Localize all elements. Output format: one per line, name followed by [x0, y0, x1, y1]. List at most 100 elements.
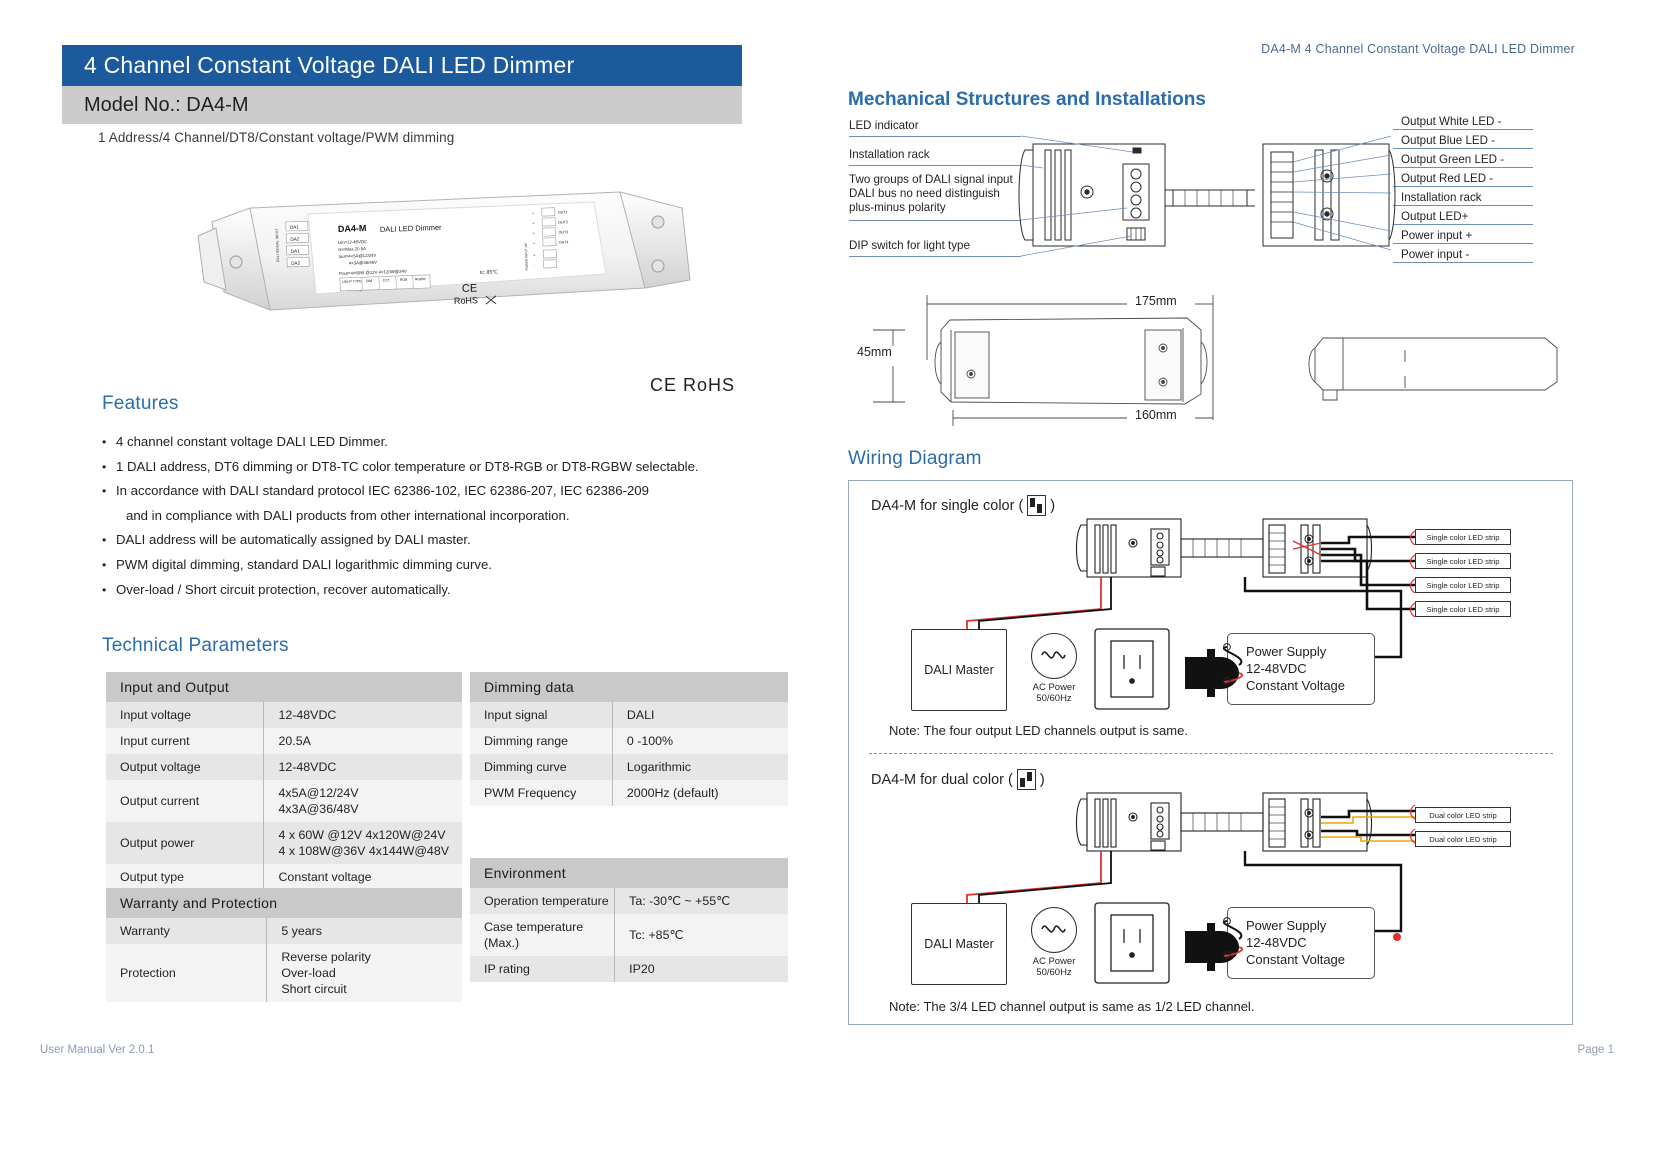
svg-text:-: -: [534, 263, 536, 267]
svg-text:Pout=4×60W @12V 4×120W@24V: Pout=4×60W @12V 4×120W@24V: [339, 269, 407, 276]
footer-version: User Manual Ver 2.0.1: [40, 1044, 155, 1056]
row-value: Logarithmic: [612, 754, 788, 780]
feature-item: 4 channel constant voltage DALI LED Dimm…: [100, 430, 720, 455]
list-item-strip: Dual color LED strip: [1415, 831, 1511, 847]
row-key: Input signal: [470, 702, 613, 728]
wiring-dual-title: DA4-M for dual color ( ): [871, 769, 1045, 790]
callout-output-green: Output Green LED -: [1401, 153, 1505, 166]
row-key: Input voltage: [106, 702, 265, 728]
list-item-strip: Single color LED strip: [1415, 553, 1511, 569]
row-key: Case temperature (Max.): [470, 914, 616, 956]
ac-power-single: AC Power 50/60Hz: [1023, 633, 1085, 704]
svg-text:DA1: DA1: [291, 249, 301, 254]
callout-power-input-plus: Power input +: [1401, 229, 1473, 242]
model-number: Model No.: DA4-M: [62, 86, 742, 124]
table-title: Warranty and Protection: [106, 888, 462, 918]
mechanical-device-drawing: [1018, 135, 1396, 257]
power-supply-box-dual: Power Supply 12-48VDC Constant Voltage: [1227, 907, 1375, 979]
product-subtitle: 1 Address/4 Channel/DT8/Constant voltage…: [98, 130, 455, 145]
wiring-single-note: Note: The four output LED channels outpu…: [889, 723, 1188, 738]
svg-text:Iout=4×5A@12/24V: Iout=4×5A@12/24V: [338, 253, 376, 259]
row-value: DALI: [612, 702, 788, 728]
row-key: PWM Frequency: [470, 780, 613, 806]
svg-text:OUT1: OUT1: [558, 210, 568, 214]
callout-output-led-plus: Output LED+: [1401, 210, 1469, 223]
svg-text:RGBW: RGBW: [415, 277, 426, 281]
table-title: Input and Output: [106, 672, 462, 702]
row-key: Output current: [106, 780, 265, 822]
svg-text:CE: CE: [462, 282, 478, 295]
svg-text:DA4-M: DA4-M: [338, 223, 367, 234]
psu-line3: Constant Voltage: [1246, 678, 1346, 693]
ac-power-line1: AC Power: [1032, 956, 1076, 967]
row-key: Output voltage: [106, 754, 265, 780]
wiring-single-graphics: [966, 518, 1416, 710]
svg-text:tc: 85℃: tc: 85℃: [480, 269, 498, 276]
svg-text:POWER INPUT DC: POWER INPUT DC: [524, 242, 529, 271]
callout-dali-input-line1: Two groups of DALI signal input: [849, 173, 1013, 186]
svg-text:OUT3: OUT3: [559, 230, 569, 234]
power-supply-box-single: Power Supply 12-48VDC Constant Voltage: [1227, 633, 1375, 705]
svg-text:Iin=Max.20.5A: Iin=Max.20.5A: [338, 246, 366, 252]
ac-power-line2: 50/60Hz: [1036, 967, 1072, 978]
svg-text:OUT2: OUT2: [558, 220, 568, 224]
dip-switch-icon-dual: [1016, 769, 1036, 790]
product-photo: DA4-M DALI LED Dimmer Uin=12-48VDC Iin=M…: [190, 170, 710, 330]
psu-line2: 12-48VDC: [1246, 661, 1307, 676]
psu-line2: 12-48VDC: [1246, 935, 1307, 950]
row-value: Ta: -30℃ ~ +55℃: [614, 888, 788, 914]
features-list: 4 channel constant voltage DALI LED Dimm…: [100, 430, 720, 602]
row-value: 12-48VDC: [263, 702, 462, 728]
svg-text:+: +: [532, 211, 534, 215]
wiring-dual-graphics: [966, 792, 1416, 984]
callout-installation-rack-right: Installation rack: [1401, 191, 1482, 204]
dali-master-box-single: DALI Master: [911, 629, 1007, 711]
svg-text:+: +: [533, 253, 535, 257]
page-title: 4 Channel Constant Voltage DALI LED Dimm…: [62, 45, 742, 86]
ac-power-icon: [1031, 907, 1077, 953]
callout-power-input-minus: Power input -: [1401, 248, 1470, 261]
callout-output-white: Output White LED -: [1401, 115, 1502, 128]
psu-line3: Constant Voltage: [1246, 952, 1346, 967]
row-value: 12-48VDC: [263, 754, 462, 780]
callout-installation-rack-left: Installation rack: [849, 148, 930, 161]
row-key: Operation temperature: [470, 888, 616, 914]
mechanical-diagram: LED indicator Installation rack Two grou…: [845, 110, 1575, 280]
row-value: Constant voltage: [263, 864, 462, 890]
table-title: Dimming data: [470, 672, 788, 702]
ce-rohs-marks: CE RoHS: [650, 375, 736, 395]
feature-item-continuation: and in compliance with DALI products fro…: [126, 507, 570, 523]
ac-power-line1: AC Power: [1032, 682, 1076, 693]
feature-item: DALI address will be automatically assig…: [100, 528, 720, 553]
row-key: Output type: [106, 864, 265, 890]
wiring-heading: Wiring Diagram: [848, 448, 982, 469]
wiring-dual-paren: ): [1039, 771, 1045, 788]
svg-text:DA2: DA2: [290, 237, 300, 242]
dim-length-outer: 175mm: [1135, 294, 1177, 308]
feature-item: Over-load / Short circuit protection, re…: [100, 578, 720, 603]
psu-line1: Power Supply: [1246, 918, 1327, 933]
svg-text:DALI SIGNAL INPUT: DALI SIGNAL INPUT: [275, 228, 280, 263]
row-key: Output power: [106, 822, 265, 864]
svg-text:OUT4: OUT4: [559, 240, 569, 244]
svg-text:+: +: [532, 221, 534, 225]
svg-text:RoHS: RoHS: [454, 295, 478, 306]
row-value: IP20: [614, 956, 788, 982]
footer-page-number: Page 1: [1577, 1044, 1614, 1056]
callout-output-red: Output Red LED -: [1401, 172, 1494, 185]
svg-text:DIM: DIM: [366, 279, 373, 283]
dimension-drawing: 175mm 160mm 45mm 27mm: [845, 290, 1575, 435]
running-header: DA4-M 4 Channel Constant Voltage DALI LE…: [1261, 42, 1575, 56]
wiring-diagram-box: DA4-M for single color ( ) Single color …: [848, 480, 1573, 1025]
list-item-strip: Single color LED strip: [1415, 529, 1511, 545]
ac-power-line2: 50/60Hz: [1036, 693, 1072, 704]
left-column: 4 Channel Constant Voltage DALI LED Dimm…: [40, 0, 788, 1165]
list-item-strip: Single color LED strip: [1415, 577, 1511, 593]
svg-text:DA2: DA2: [291, 261, 301, 266]
row-key: Input current: [106, 728, 265, 754]
